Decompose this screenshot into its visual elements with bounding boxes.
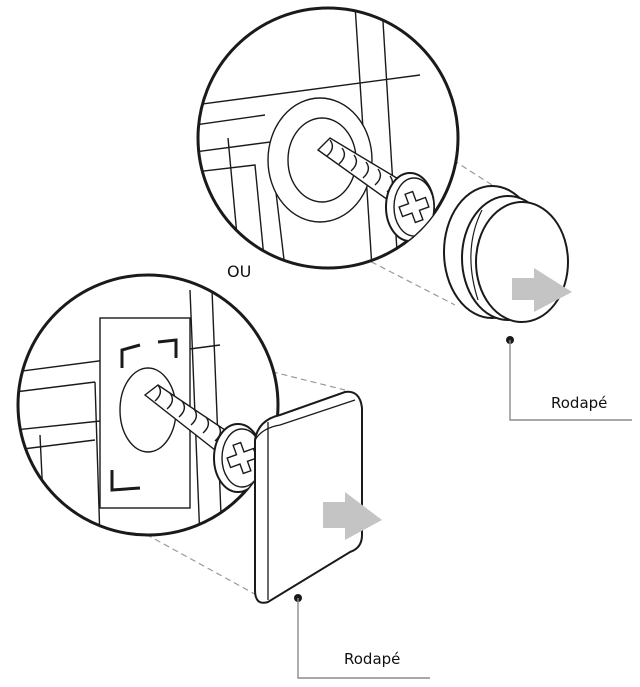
bottom-magnifier-circle xyxy=(16,273,280,537)
bottom-leader-line xyxy=(294,594,430,679)
bottom-detail xyxy=(16,273,430,679)
square-screw-cap xyxy=(254,390,363,604)
rodape-label-bottom: Rodapé xyxy=(344,650,401,668)
bottom-push-arrow xyxy=(323,492,382,540)
top-magnifier-circle xyxy=(196,6,460,270)
top-leader-line xyxy=(506,336,632,421)
top-detail xyxy=(196,6,632,421)
bottom-screw xyxy=(143,384,263,493)
top-push-arrow xyxy=(512,268,572,312)
top-screw xyxy=(316,137,435,242)
or-label: OU xyxy=(227,262,252,281)
rodape-label-top: Rodapé xyxy=(551,394,608,412)
